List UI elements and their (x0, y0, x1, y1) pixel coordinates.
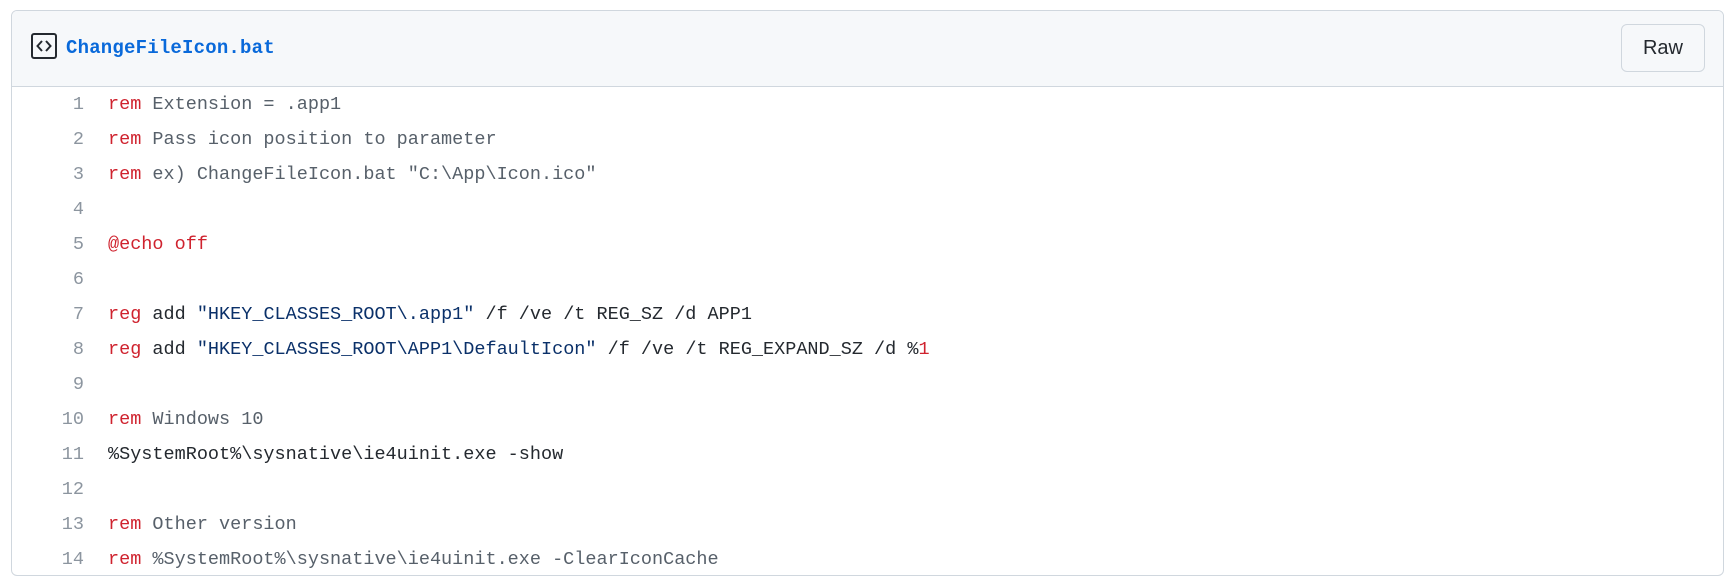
file-name-link[interactable]: ChangeFileIcon.bat (66, 37, 275, 59)
line-number: 8 (72, 339, 84, 360)
code-line: 7 reg add "HKEY_CLASSES_ROOT\.app1" /f /v… (12, 297, 1723, 332)
line-code: %SystemRoot%\sysnative\ie4uinit.exe -sho… (108, 444, 563, 465)
line-code: rem %SystemRoot%\sysnative\ie4uinit.exe … (108, 549, 719, 570)
code-line: 5 @echo off (12, 227, 1723, 262)
code-line: 1 rem Extension = .app1 (12, 87, 1723, 122)
line-number: 11 (61, 444, 84, 465)
code-token-comment: %SystemRoot%\sysnative\ie4uinit.exe -Cle… (141, 549, 719, 570)
file-header: ChangeFileIcon.bat Raw (12, 11, 1723, 87)
line-code: rem Windows 10 (108, 409, 263, 430)
code-line: 6 (12, 262, 1723, 297)
line-code: rem Other version (108, 514, 297, 535)
code-token-text: /f /ve /t REG_EXPAND_SZ /d % (596, 339, 919, 360)
code-token-keyword: rem (108, 129, 142, 150)
code-token-text: /f /ve /t REG_SZ /d APP1 (474, 304, 752, 325)
line-code: rem ex) ChangeFileIcon.bat "C:\App\Icon.… (108, 164, 597, 185)
code-line: 13 rem Other version (12, 507, 1723, 542)
code-line: 2 rem Pass icon position to parameter (12, 122, 1723, 157)
line-number: 2 (72, 129, 84, 150)
code-token-string: "HKEY_CLASSES_ROOT\.app1" (196, 304, 475, 325)
line-number: 7 (72, 304, 84, 325)
code-token-number: 1 (918, 339, 930, 360)
line-number: 6 (72, 269, 84, 290)
code-token-comment: Windows 10 (141, 409, 264, 430)
code-token-text: add (141, 339, 197, 360)
line-number: 13 (61, 514, 84, 535)
line-number: 9 (72, 374, 84, 395)
code-token-keyword: reg (108, 339, 142, 360)
line-number: 3 (72, 164, 84, 185)
raw-button[interactable]: Raw (1621, 24, 1705, 72)
line-number: 5 (72, 234, 84, 255)
code-file-panel: ChangeFileIcon.bat Raw 1 rem Extension = … (11, 10, 1724, 576)
code-line: 9 (12, 367, 1723, 402)
line-number: 12 (61, 479, 84, 500)
line-number: 1 (72, 94, 84, 115)
code-token-keyword: reg (108, 304, 142, 325)
code-token-text: %SystemRoot%\sysnative\ie4uinit.exe -sho… (108, 444, 564, 465)
line-number: 10 (61, 409, 84, 430)
code-token-comment: Pass icon position to parameter (141, 129, 497, 150)
code-token-comment: Other version (141, 514, 297, 535)
line-code: reg add "HKEY_CLASSES_ROOT\APP1\DefaultI… (108, 339, 930, 360)
code-line: 12 (12, 472, 1723, 507)
code-token-keyword: rem (108, 94, 142, 115)
code-line: 3 rem ex) ChangeFileIcon.bat "C:\App\Icon… (12, 157, 1723, 192)
line-code: @echo off (108, 234, 208, 255)
code-token-keyword: rem (108, 409, 142, 430)
line-code: reg add "HKEY_CLASSES_ROOT\.app1" /f /ve… (108, 304, 752, 325)
line-code: rem Extension = .app1 (108, 94, 341, 115)
code-line: 14 rem %SystemRoot%\sysnative\ie4uinit.ex… (12, 542, 1723, 575)
code-line: 8 reg add "HKEY_CLASSES_ROOT\APP1\Default… (12, 332, 1723, 367)
code-square-icon (31, 33, 57, 59)
line-number: 4 (72, 199, 84, 220)
code-token-keyword: rem (108, 164, 142, 185)
code-line: 10 rem Windows 10 (12, 402, 1723, 437)
code-token-keyword: rem (108, 549, 142, 570)
code-token-comment: ex) ChangeFileIcon.bat "C:\App\Icon.ico" (141, 164, 597, 185)
code-line: 11 %SystemRoot%\sysnative\ie4uinit.exe -s… (12, 437, 1723, 472)
line-code: rem Pass icon position to parameter (108, 129, 497, 150)
code-token-keyword: rem (108, 514, 142, 535)
code-token-comment: Extension = .app1 (141, 94, 342, 115)
code-body: 1 rem Extension = .app1 2 rem Pass icon pos… (12, 87, 1723, 575)
code-token-keyword: @echo off (108, 234, 208, 255)
code-line: 4 (12, 192, 1723, 227)
line-number: 14 (61, 549, 84, 570)
code-token-text: add (141, 304, 197, 325)
code-token-string: "HKEY_CLASSES_ROOT\APP1\DefaultIcon" (196, 339, 597, 360)
